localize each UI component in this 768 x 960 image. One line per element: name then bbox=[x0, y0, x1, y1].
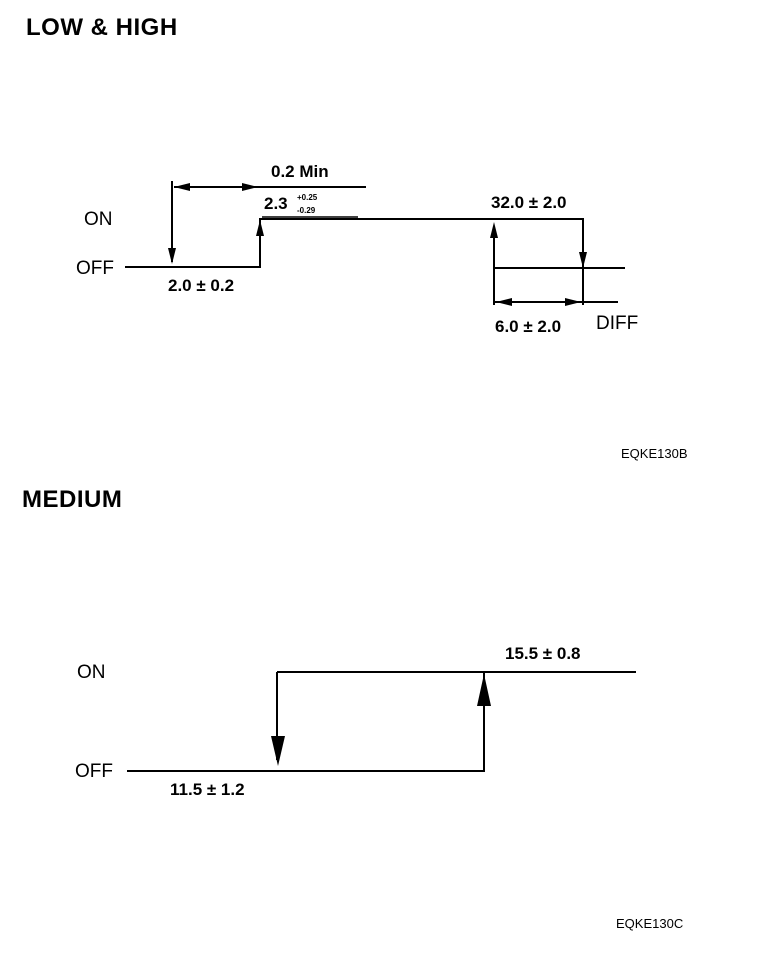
off-threshold-low-high: 2.0 ± 0.2 bbox=[168, 276, 235, 295]
medium-signal-trace bbox=[127, 671, 636, 772]
figure-code-c: EQKE130C bbox=[616, 916, 684, 931]
min-time-label: 0.2 Min bbox=[271, 162, 329, 181]
figure-code-b: EQKE130B bbox=[621, 446, 688, 461]
medium-drop-arrowhead-icon bbox=[271, 736, 285, 766]
diff-value: 6.0 ± 2.0 bbox=[495, 317, 562, 336]
medium-off-label: OFF bbox=[75, 761, 113, 782]
diff-right-arrowhead-icon bbox=[565, 298, 581, 306]
min-time-right-arrowhead-icon bbox=[242, 183, 258, 191]
cut-out-threshold: 32.0 ± 2.0 bbox=[491, 193, 567, 212]
min-time-left-arrowhead-icon bbox=[174, 183, 190, 191]
on-threshold-tol-upper: +0.25 bbox=[297, 193, 318, 202]
diff-left-arrowhead-icon bbox=[496, 298, 512, 306]
low-high-off-label: OFF bbox=[76, 258, 114, 279]
rise-arrowhead-icon bbox=[256, 220, 264, 236]
medium-on-threshold: 15.5 ± 0.8 bbox=[505, 644, 581, 663]
on-threshold-tol-lower: -0.29 bbox=[297, 206, 316, 215]
medium-off-threshold: 11.5 ± 1.2 bbox=[170, 780, 245, 799]
low-high-signal-trace bbox=[125, 218, 584, 268]
on-threshold-base: 2.3 bbox=[264, 194, 288, 213]
medium-on-label: ON bbox=[77, 662, 106, 683]
diff-label: DIFF bbox=[596, 313, 639, 334]
low-high-title: LOW & HIGH bbox=[26, 14, 178, 41]
cut-in-arrowhead-icon bbox=[490, 222, 498, 238]
drop-arrowhead-icon bbox=[168, 248, 176, 264]
low-high-on-label: ON bbox=[84, 209, 113, 230]
cut-out-arrowhead-icon bbox=[579, 252, 587, 268]
medium-rise-arrowhead-icon bbox=[477, 674, 491, 706]
medium-title: MEDIUM bbox=[22, 486, 123, 513]
